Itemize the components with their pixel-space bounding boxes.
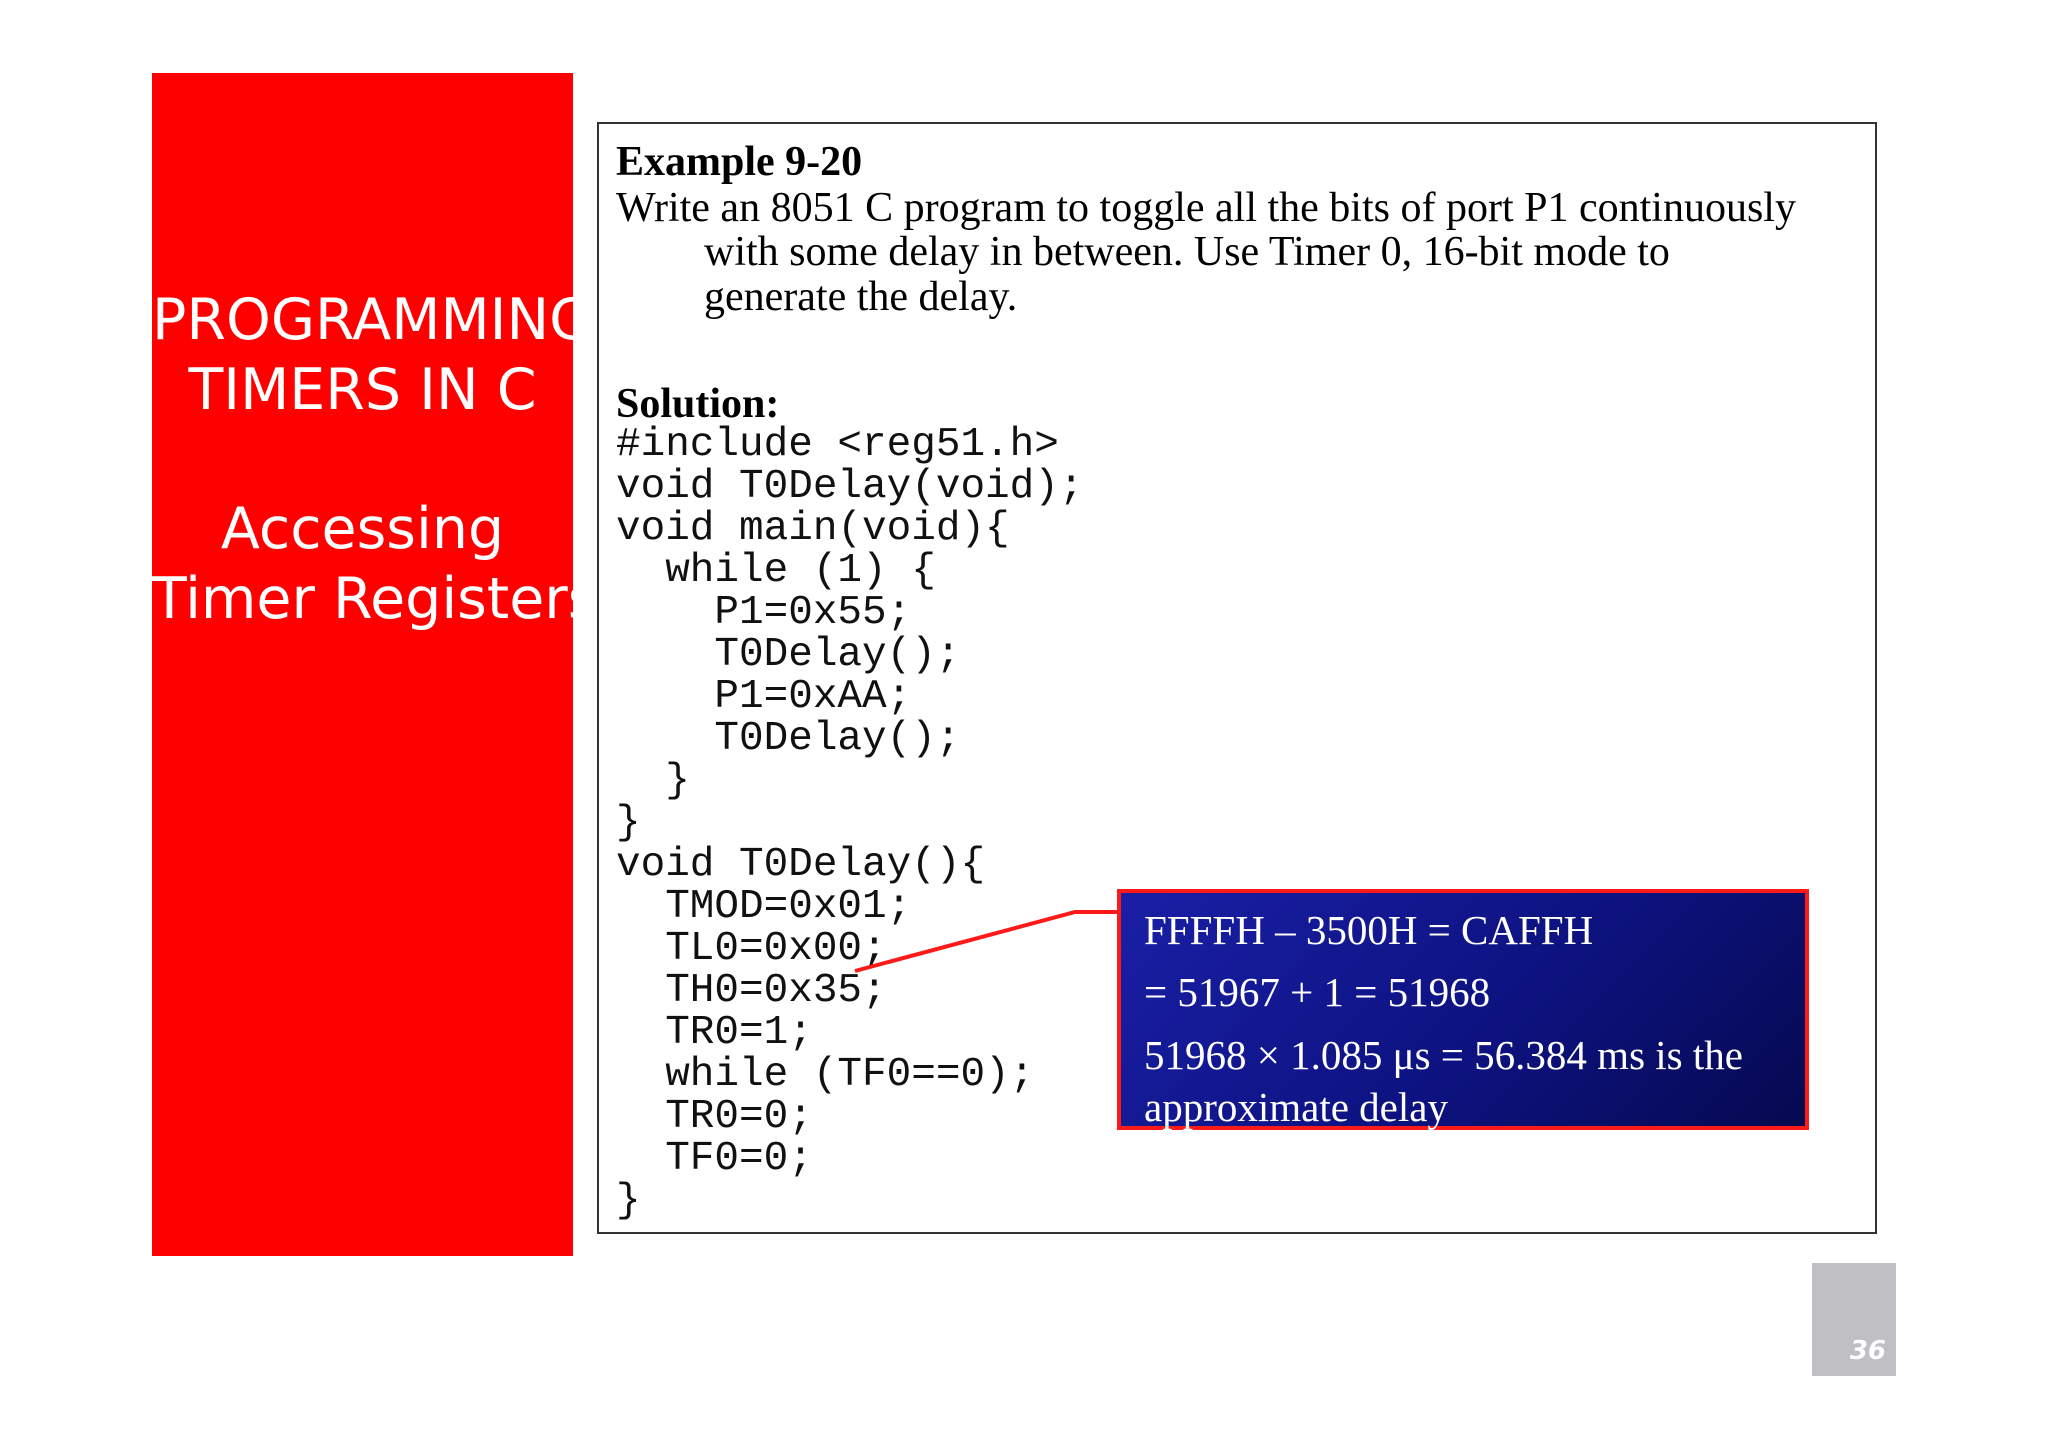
page-number: 36 <box>1849 1336 1886 1366</box>
code-line: TMOD=0x01; <box>616 884 912 930</box>
code-line: while (1) { <box>616 548 936 594</box>
problem-line: Write an 8051 C program to toggle all th… <box>616 185 1796 231</box>
section-subtitle-line: Timer Registers <box>152 566 598 632</box>
code-line: TF0=0; <box>616 1136 813 1182</box>
code-line: void T0Delay(){ <box>616 842 986 888</box>
callout-line: FFFFH – 3500H = CAFFH <box>1144 907 1594 953</box>
code-line: TR0=1; <box>616 1010 813 1056</box>
section-title: PROGRAMMING TIMERS IN C <box>152 285 594 425</box>
code-line: } <box>616 1178 641 1224</box>
code-line: T0Delay(); <box>616 716 961 762</box>
example-heading: Example 9-20 <box>616 139 863 185</box>
code-line: void T0Delay(void); <box>616 464 1084 510</box>
code-line: while (TF0==0); <box>616 1052 1035 1098</box>
section-subtitle-line: Accessing <box>220 496 505 562</box>
delay-calculation-callout: FFFFH – 3500H = CAFFH = 51967 + 1 = 5196… <box>1117 889 1809 1130</box>
code-line: P1=0xAA; <box>616 674 912 720</box>
callout-line: approximate delay <box>1144 1084 1448 1130</box>
code-line: TL0=0x00; <box>616 926 887 972</box>
problem-line: generate the delay. <box>704 274 1018 320</box>
code-line: TH0=0x35; <box>616 968 887 1014</box>
code-line: void main(void){ <box>616 506 1010 552</box>
code-line: P1=0x55; <box>616 590 912 636</box>
page-number-badge: 36 <box>1812 1263 1896 1376</box>
callout-line: 51968 × 1.085 μs = 56.384 ms is the <box>1144 1032 1743 1078</box>
code-line: TR0=0; <box>616 1094 813 1140</box>
problem-line: with some delay in between. Use Timer 0,… <box>704 229 1670 275</box>
section-sidebar: PROGRAMMING TIMERS IN C Accessing Timer … <box>152 73 598 1256</box>
code-line: } <box>616 758 690 804</box>
code-line: T0Delay(); <box>616 632 961 678</box>
section-title-line: TIMERS IN C <box>188 357 537 423</box>
section-title-line: PROGRAMMING <box>152 287 594 353</box>
section-subtitle: Accessing Timer Registers <box>152 494 598 634</box>
callout-line: = 51967 + 1 = 51968 <box>1144 969 1491 1015</box>
solution-label: Solution: <box>616 381 780 427</box>
code-line: #include <reg51.h> <box>616 422 1059 468</box>
code-line: } <box>616 800 641 846</box>
